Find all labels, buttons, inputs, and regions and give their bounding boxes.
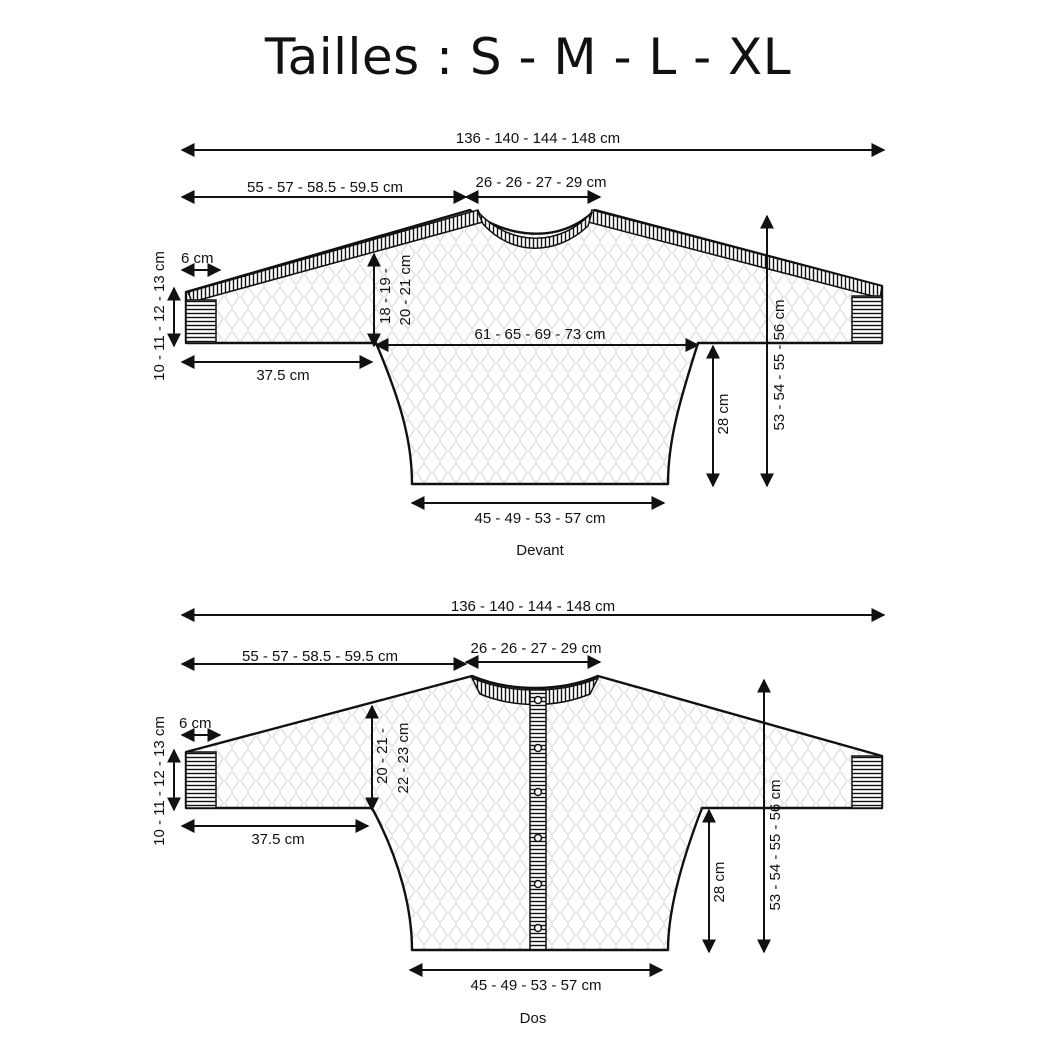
front-armhole-label-line2: 20 - 21 cm [397,255,414,326]
page-title: Tailles : S - M - L - XL [264,28,792,86]
back-sleeve-top-label: 55 - 57 - 58.5 - 59.5 cm [242,648,398,665]
front-left-cuff [185,299,217,344]
back-cuff-depth-label: 6 cm [179,715,212,732]
front-right-cuff [851,295,883,344]
back-neck-width-label: 26 - 26 - 27 - 29 cm [471,640,602,657]
front-neck-width-label: 26 - 26 - 27 - 29 cm [476,174,607,191]
front-hem-width-label: 45 - 49 - 53 - 57 cm [475,510,606,527]
back-hem-width-label: 45 - 49 - 53 - 57 cm [471,977,602,994]
back-button-band [529,689,547,951]
front-cuff-height-label: 10 - 11 - 12 - 13 cm [151,251,168,381]
button-icon [533,833,543,843]
button-icon [533,879,543,889]
front-total-width-label: 136 - 140 - 144 - 148 cm [456,130,620,147]
button-icon [533,695,543,705]
back-total-width-label: 136 - 140 - 144 - 148 cm [451,598,615,615]
back-left-cuff [185,751,217,809]
back-total-length-label: 53 - 54 - 55 - 56 cm [767,780,784,911]
front-total-length-label: 53 - 54 - 55 - 56 cm [771,300,788,431]
front-caption: Devant [516,542,564,559]
back-schematic: 136 - 140 - 144 - 148 cm 55 - 57 - 58.5 … [151,598,886,1027]
front-sleeve-top-label: 55 - 57 - 58.5 - 59.5 cm [247,179,403,196]
back-buttons [533,695,543,933]
front-neckline-rib [477,211,593,249]
front-cuff-depth-label: 6 cm [181,250,214,267]
front-sleeve-bottom-label: 37.5 cm [256,367,309,384]
button-icon [533,743,543,753]
front-body-length-label: 28 cm [715,394,732,435]
button-icon [533,923,543,933]
front-chest-width-label: 61 - 65 - 69 - 73 cm [475,326,606,343]
back-cuff-height-label: 10 - 11 - 12 - 13 cm [151,716,168,846]
back-body-length-label: 28 cm [711,862,728,903]
back-caption: Dos [520,1010,547,1027]
front-schematic: 136 - 140 - 144 - 148 cm 55 - 57 - 58.5 … [151,130,886,559]
back-armhole-label-line2: 22 - 23 cm [395,723,412,794]
front-armhole-label-line1: 18 - 19 - [377,268,394,324]
back-sleeve-bottom-label: 37.5 cm [251,831,304,848]
button-icon [533,787,543,797]
back-armhole-label-line1: 20 - 21 - [374,728,391,784]
back-right-cuff [851,755,883,809]
